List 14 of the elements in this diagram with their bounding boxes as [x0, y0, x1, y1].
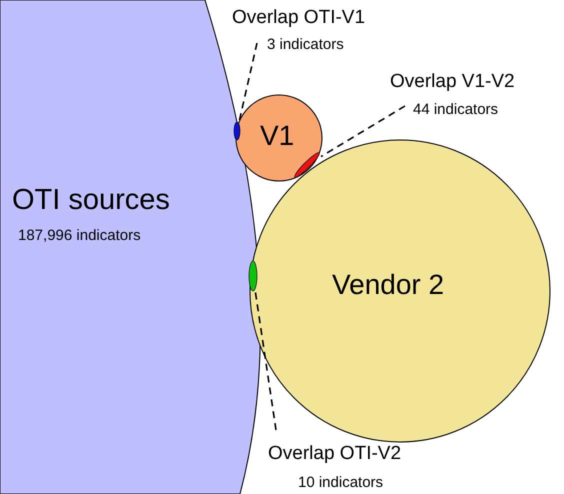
indicator-count: 44 indicators	[413, 102, 498, 118]
callout-title: Overlap OTI-V1	[232, 8, 366, 29]
indicator-count: 10 indicators	[298, 475, 384, 492]
set-circle	[236, 95, 322, 181]
indicator-count: 3 indicators	[267, 37, 344, 54]
indicator-count: 187,996 indicators	[18, 228, 141, 244]
leader-line	[254, 290, 277, 430]
leader-line	[238, 42, 258, 122]
callout-title: Overlap V1-V2	[390, 72, 515, 93]
set-name: OTI sources	[12, 185, 170, 217]
set-name: Vendor 2	[332, 270, 444, 301]
callout-title: Overlap OTI-V2	[268, 444, 402, 465]
set-name: V1	[260, 121, 294, 152]
leader-line	[320, 105, 406, 158]
